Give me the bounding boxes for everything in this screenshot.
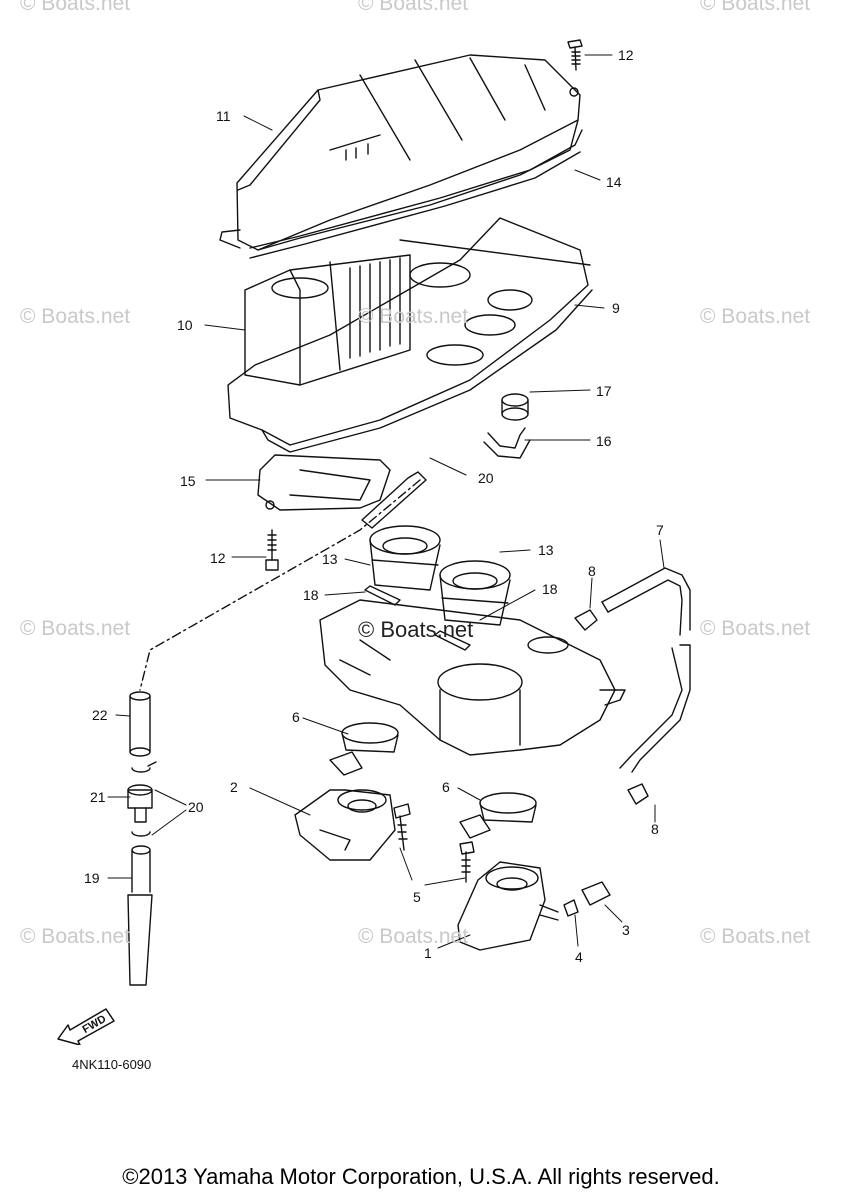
callout-21: 21 xyxy=(90,789,106,805)
callout-8-bottom: 8 xyxy=(651,821,659,837)
drain-hose-lower xyxy=(127,845,153,986)
hose-clip-upper xyxy=(574,609,598,631)
callout-12-top: 12 xyxy=(618,47,634,63)
drain-plug xyxy=(127,784,153,823)
screw-bottom xyxy=(265,529,279,571)
hose-route xyxy=(139,479,421,691)
watermark-top-center: © Boats.net xyxy=(358,0,469,15)
joint-clamp-left xyxy=(329,722,399,776)
screw-top xyxy=(567,39,583,71)
clip-lower xyxy=(131,831,151,837)
watermark-bottom-right: © Boats.net xyxy=(700,925,811,948)
carburetor-assembly xyxy=(319,599,626,756)
callout-3: 3 xyxy=(622,922,630,938)
breather-hose-upper xyxy=(361,471,427,529)
grommet xyxy=(501,393,529,421)
intake-joint-left xyxy=(294,789,396,861)
diagram-code: 4NK110-6090 xyxy=(72,1057,152,1072)
forward-arrow-icon: FWD xyxy=(57,1008,115,1045)
clip-upper xyxy=(131,761,157,773)
carburetor-joint-left xyxy=(369,525,441,591)
callout-20-top: 20 xyxy=(478,470,494,486)
callout-4: 4 xyxy=(575,949,583,965)
intake-joint-right xyxy=(457,861,559,951)
watermark-lower-center: © Boats.net xyxy=(358,617,474,642)
callout-14: 14 xyxy=(606,174,622,190)
callout-numbers: 12 11 14 9 10 17 16 15 20 12 13 13 7 18 … xyxy=(84,47,664,965)
hose xyxy=(601,567,691,773)
watermark-bottom-center: © Boats.net xyxy=(358,925,469,948)
callout-20-bottom: 20 xyxy=(188,799,204,815)
callout-5: 5 xyxy=(413,889,421,905)
watermark-top-right: © Boats.net xyxy=(700,0,811,15)
callout-6-left: 6 xyxy=(292,709,300,725)
callout-2: 2 xyxy=(230,779,238,795)
vacuum-clip xyxy=(563,899,579,917)
watermark-lower-left: © Boats.net xyxy=(20,617,131,640)
callout-13-left: 13 xyxy=(322,551,338,567)
callout-8-top: 8 xyxy=(588,563,596,579)
callout-13-right: 13 xyxy=(538,542,554,558)
bolt-upper xyxy=(393,803,411,851)
callout-10: 10 xyxy=(177,317,193,333)
air-filter-element xyxy=(244,254,411,386)
callout-12-bottom: 12 xyxy=(210,550,226,566)
carburetor-joint-right xyxy=(439,560,511,626)
callout-11: 11 xyxy=(216,108,231,124)
bolt-lower xyxy=(459,841,475,883)
callout-17: 17 xyxy=(596,383,612,399)
elbow-pipe xyxy=(483,427,531,459)
joint-clamp-right xyxy=(459,792,537,839)
leader-lines xyxy=(107,54,665,949)
callout-1: 1 xyxy=(424,945,432,961)
callout-9: 9 xyxy=(612,300,620,316)
callout-6-right: 6 xyxy=(442,779,450,795)
watermark-mid-center: © Boats.net xyxy=(358,305,469,328)
vacuum-cap xyxy=(581,881,611,906)
watermark-lower-right: © Boats.net xyxy=(700,617,811,640)
watermark-top-left: © Boats.net xyxy=(20,0,131,15)
callout-18-left: 18 xyxy=(303,587,319,603)
callout-22: 22 xyxy=(92,707,108,723)
bracket xyxy=(257,454,391,511)
clamp-left xyxy=(364,585,401,606)
callout-15: 15 xyxy=(180,473,196,489)
callout-16: 16 xyxy=(596,433,612,449)
watermark-mid-right: © Boats.net xyxy=(700,305,811,328)
air-box-case xyxy=(227,217,593,453)
callout-7: 7 xyxy=(656,522,664,538)
copyright-notice: ©2013 Yamaha Motor Corporation, U.S.A. A… xyxy=(122,1164,720,1189)
seal xyxy=(249,129,583,259)
hose-clip-lower xyxy=(627,783,649,805)
drain-hose-upper xyxy=(129,691,151,757)
watermark-mid-left: © Boats.net xyxy=(20,305,131,328)
watermark-bottom-left: © Boats.net xyxy=(20,925,131,948)
air-box-cover xyxy=(219,54,581,251)
callout-19: 19 xyxy=(84,870,100,886)
clamp-right xyxy=(434,630,471,651)
callout-18-right: 18 xyxy=(542,581,558,597)
